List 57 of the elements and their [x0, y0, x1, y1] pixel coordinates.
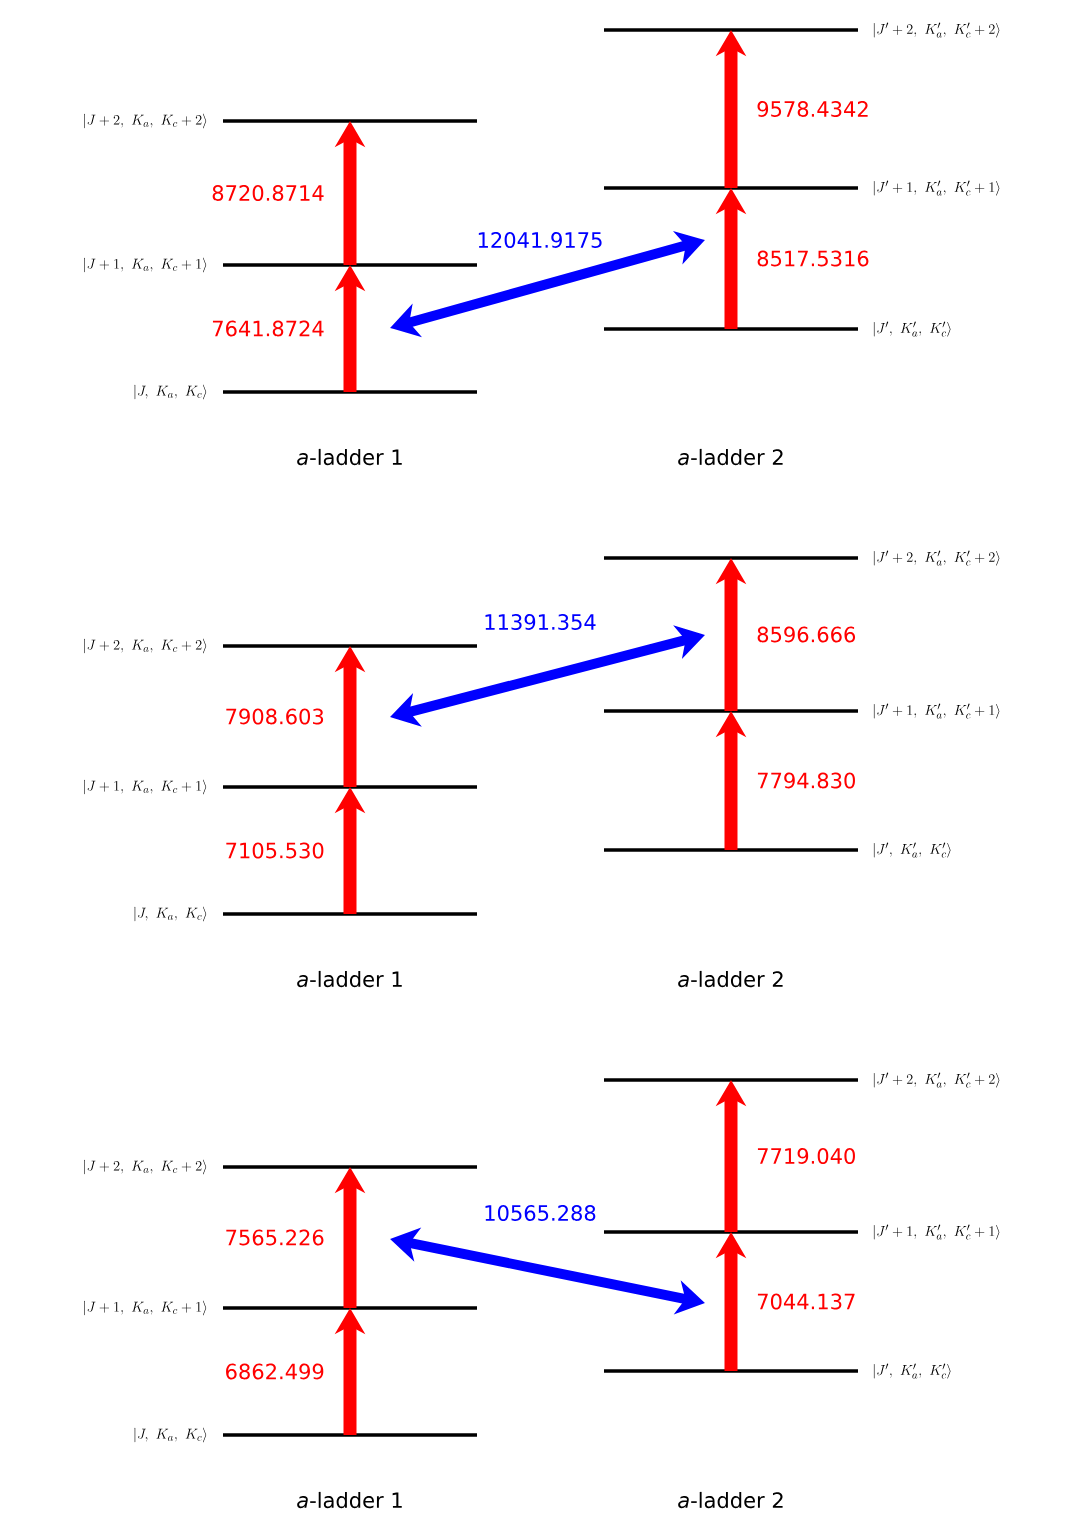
- energy-level: $|J,\ K_a,\ K_c\rangle$: [134, 1427, 477, 1443]
- node-label: $|J'+1,\ K_a',\ K_c'+1\rangle$: [873, 1224, 1000, 1240]
- energy-level: $|J,\ K_a,\ K_c\rangle$: [134, 384, 477, 400]
- energy-level: $|J',\ K_a',\ K_c'\rangle$: [604, 1363, 951, 1379]
- energy-level: $|J'+2,\ K_a',\ K_c'+2\rangle$: [604, 22, 1000, 38]
- transition-value: 12041.9175: [478, 232, 602, 248]
- edge-label: 8720.8714: [212, 185, 324, 201]
- ladder-caption: a-ladder 1: [297, 970, 402, 988]
- ladder-caption: a-ladder 2: [678, 970, 783, 988]
- ladder-caption: a-ladder 2: [678, 1491, 783, 1509]
- node-label: $|J'+1,\ K_a',\ K_c'+1\rangle$: [873, 703, 1000, 719]
- ladder-caption: a-ladder 1: [297, 1491, 402, 1509]
- edge-label: 7794.830: [757, 772, 855, 789]
- energy-level: $|J',\ K_a',\ K_c'\rangle$: [604, 321, 951, 337]
- node-label: $|J+2,\ K_a,\ K_c+2\rangle$: [84, 113, 207, 129]
- edge-label: 8596.666: [757, 626, 856, 643]
- energy-level: $|J'+1,\ K_a',\ K_c'+1\rangle$: [604, 180, 1000, 196]
- node-label: $|J+1,\ K_a,\ K_c+1\rangle$: [84, 257, 207, 273]
- edge-label: 8517.5316: [757, 250, 869, 267]
- energy-level: $|J'+1,\ K_a',\ K_c'+1\rangle$: [604, 1224, 1000, 1240]
- energy-level: $|J+2,\ K_a,\ K_c+2\rangle$: [84, 113, 477, 129]
- node-label: $|J'+2,\ K_a',\ K_c'+2\rangle$: [873, 22, 1000, 38]
- node-label: $|J+1,\ K_a,\ K_c+1\rangle$: [84, 1300, 207, 1316]
- node-label: $|J',\ K_a',\ K_c'\rangle$: [873, 321, 951, 337]
- ladder-caption: a-ladder 2: [678, 448, 783, 466]
- energy-level: $|J',\ K_a',\ K_c'\rangle$: [604, 842, 951, 858]
- edge-label: 7719.040: [757, 1148, 855, 1164]
- energy-level: $|J'+2,\ K_a',\ K_c'+2\rangle$: [604, 1072, 1000, 1088]
- energy-level: $|J+1,\ K_a,\ K_c+1\rangle$: [84, 257, 477, 273]
- node-label: $|J'+1,\ K_a',\ K_c'+1\rangle$: [873, 180, 1000, 196]
- node-label: $|J,\ K_a,\ K_c\rangle$: [134, 906, 207, 922]
- node-label: $|J+1,\ K_a,\ K_c+1\rangle$: [84, 779, 207, 795]
- energy-level: $|J+2,\ K_a,\ K_c+2\rangle$: [84, 1159, 477, 1175]
- energy-level: $|J+2,\ K_a,\ K_c+2\rangle$: [84, 638, 477, 654]
- edge-label: 7565.226: [226, 1229, 324, 1246]
- edge-label: 7044.137: [757, 1293, 855, 1310]
- node-label: $|J',\ K_a',\ K_c'\rangle$: [873, 842, 951, 858]
- transition-value: 10565.288: [485, 1205, 596, 1221]
- edge-label: 7641.8724: [212, 320, 324, 337]
- node-label: $|J'+2,\ K_a',\ K_c'+2\rangle$: [873, 1072, 1000, 1088]
- node-label: $|J+2,\ K_a,\ K_c+2\rangle$: [84, 1159, 207, 1175]
- node-label: $|J'+2,\ K_a',\ K_c'+2\rangle$: [873, 550, 1000, 566]
- ladder-caption: a-ladder 1: [297, 448, 402, 466]
- edge-label: 7908.603: [226, 708, 324, 725]
- energy-level: $|J+1,\ K_a,\ K_c+1\rangle$: [84, 779, 477, 795]
- node-label: $|J',\ K_a',\ K_c'\rangle$: [873, 1363, 951, 1379]
- edge-label: 6862.499: [226, 1363, 324, 1380]
- edge-label: 9578.4342: [757, 101, 868, 117]
- energy-level: $|J'+1,\ K_a',\ K_c'+1\rangle$: [604, 703, 1000, 719]
- node-label: $|J,\ K_a,\ K_c\rangle$: [134, 1427, 207, 1443]
- edge-label: 7105.530: [226, 842, 324, 859]
- node-label: $|J,\ K_a,\ K_c\rangle$: [134, 384, 207, 400]
- node-label: $|J+2,\ K_a,\ K_c+2\rangle$: [84, 638, 207, 654]
- energy-level: $|J+1,\ K_a,\ K_c+1\rangle$: [84, 1300, 477, 1316]
- energy-level: $|J,\ K_a,\ K_c\rangle$: [134, 906, 477, 922]
- transition-value: 11391.354: [485, 614, 596, 630]
- energy-level: $|J'+2,\ K_a',\ K_c'+2\rangle$: [604, 550, 1000, 566]
